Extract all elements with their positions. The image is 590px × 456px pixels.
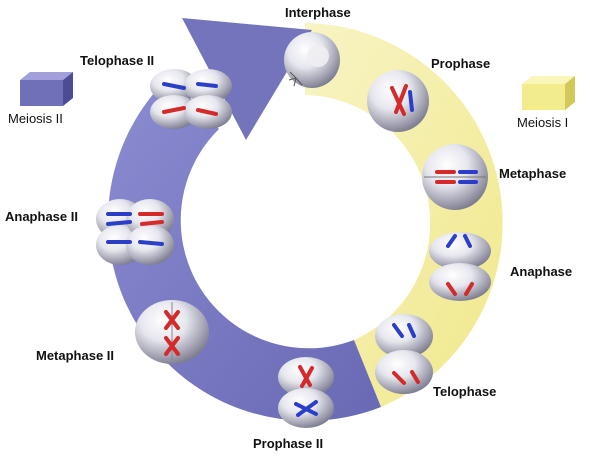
label-prophase: Prophase	[431, 56, 490, 71]
cell-telophase	[375, 314, 433, 394]
cell-telophase-ii	[150, 69, 232, 129]
meiosis1-ring-segment	[305, 23, 503, 407]
cycle-arrow-head	[182, 18, 312, 140]
cell-prophase	[367, 70, 429, 132]
cell-interphase	[284, 32, 340, 88]
label-telophase: Telophase	[433, 384, 496, 399]
label-anaphase-ii: Anaphase II	[5, 209, 78, 224]
meiosis2-legend-label: Meiosis II	[8, 111, 63, 126]
cell-metaphase-ii	[135, 300, 209, 364]
label-telophase-ii: Telophase II	[80, 53, 154, 68]
cell-anaphase-ii	[96, 199, 174, 265]
meiosis1-legend-label: Meiosis I	[517, 115, 568, 130]
meiosis2-legend-swatch	[20, 72, 73, 106]
cell-prophase-ii	[278, 357, 334, 428]
label-prophase-ii: Prophase II	[253, 436, 323, 451]
meiosis1-legend-swatch	[522, 76, 575, 110]
label-interphase: Interphase	[285, 5, 351, 20]
label-anaphase: Anaphase	[510, 264, 572, 279]
label-metaphase: Metaphase	[499, 166, 566, 181]
label-metaphase-ii: Metaphase II	[36, 348, 114, 363]
cell-anaphase	[429, 232, 491, 301]
cell-metaphase	[422, 144, 488, 210]
